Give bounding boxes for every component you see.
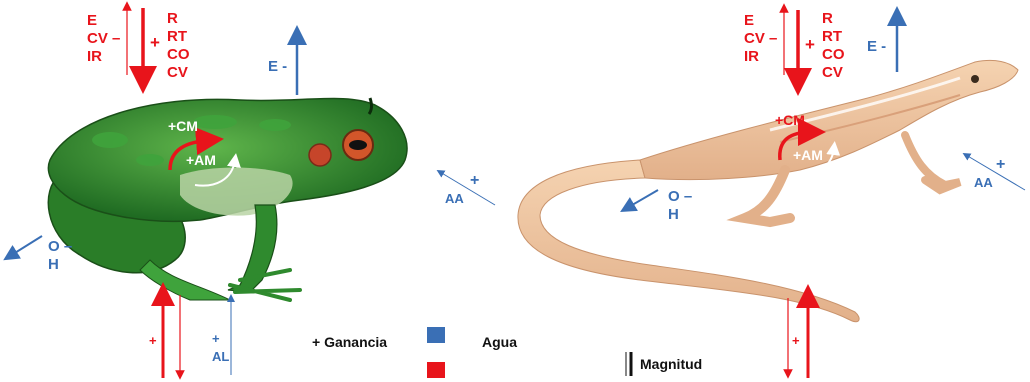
frog-pupil — [349, 140, 367, 150]
lizard-metabolic-heat-label: +CM — [775, 111, 805, 129]
lizard-energy-loss-label: R RT CO CV — [822, 10, 845, 82]
frog-skin-water-label: + AL — [212, 330, 229, 366]
lizard-hind-leg — [745, 170, 790, 222]
lizard-eye — [971, 75, 979, 83]
frog-metabolic-heat-label: +CM — [168, 117, 198, 135]
frog-evaporation-label: E - — [268, 58, 287, 76]
lizard-ground-plus-sign: + — [792, 332, 800, 350]
frog-water-absorbed-label: AA — [445, 190, 464, 208]
lizard-water-absorbed-sign: + — [996, 156, 1005, 174]
lizard-evaporation-label: E - — [867, 38, 886, 56]
frog-oxygen-arrow — [10, 236, 42, 256]
lizard-water-absorbed-label: AA — [974, 174, 993, 192]
frog-spot — [193, 115, 237, 129]
frog-spot — [92, 132, 128, 148]
frog-water-absorbed-sign: + — [470, 172, 479, 190]
frog-ground-plus-sign: + — [149, 332, 157, 350]
frog-spot — [259, 119, 291, 131]
lizard-illustration — [518, 60, 1018, 321]
frog-illustration — [48, 98, 407, 300]
legend-gain-label: + Ganancia — [312, 334, 387, 350]
frog-metabolic-water-label: +AM — [186, 151, 216, 169]
frog-hind-foot — [140, 260, 230, 300]
legend-water-label: Agua — [482, 334, 517, 350]
frog-oxygen-label: O – H — [48, 238, 72, 274]
frog-energy-loss-label: R RT CO CV — [167, 10, 190, 82]
legend-energy-swatch — [427, 362, 445, 378]
frog-energy-gain-label: E CV – IR — [87, 12, 120, 66]
lizard-energy-gain-label: E CV – IR — [744, 12, 777, 66]
frog-tympanum — [309, 144, 331, 166]
legend-water-swatch — [427, 327, 445, 343]
legend-magnitude-label: Magnitud — [640, 356, 702, 372]
lizard-oxygen-label: O – H — [668, 188, 692, 224]
lizard-metabolic-water-label: +AM — [793, 146, 823, 164]
lizard-energy-plus-sign: + — [805, 36, 815, 54]
frog-spot — [136, 154, 164, 166]
frog-energy-plus-sign: + — [150, 34, 160, 52]
lizard-front-leg — [905, 135, 960, 190]
lizard-oxygen-arrow — [627, 190, 658, 208]
